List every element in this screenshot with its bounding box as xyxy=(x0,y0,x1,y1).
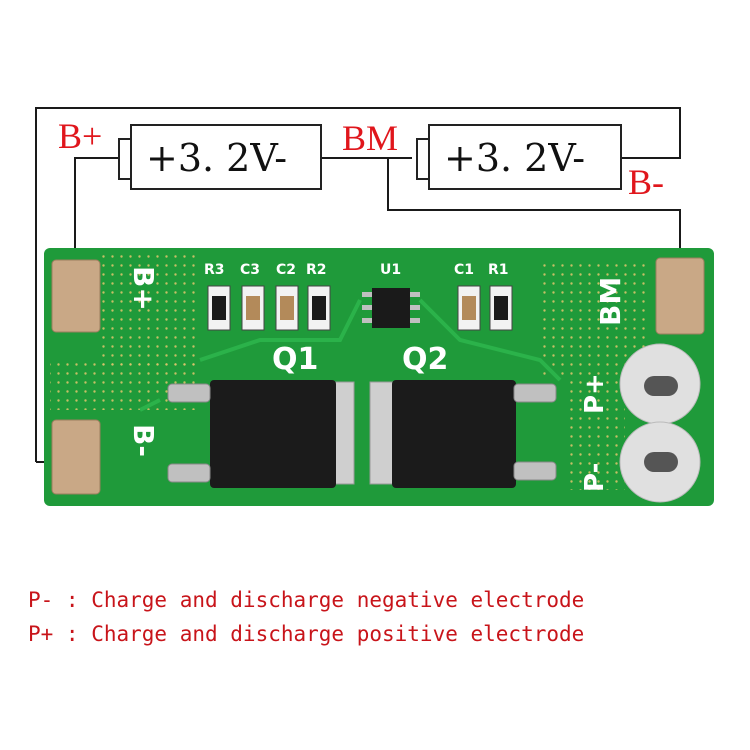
legend-p-minus: P- : Charge and discharge negative elect… xyxy=(28,588,585,612)
pad-p-minus xyxy=(619,421,701,503)
cell-1-voltage: +3. 2V- xyxy=(146,136,288,180)
wire-b-minus-loop xyxy=(35,107,681,462)
wire-b-plus xyxy=(74,157,118,262)
silk-p-plus: P+ xyxy=(580,373,610,414)
silk-b-minus: B- xyxy=(127,424,160,457)
wire-bm xyxy=(387,158,681,262)
cell-2-voltage: +3. 2V- xyxy=(444,136,586,180)
silk-bm: BM xyxy=(594,276,627,326)
silk-r1: R1 xyxy=(488,262,509,278)
mosfet-q1 xyxy=(167,380,355,488)
silk-p-minus: P- xyxy=(580,462,610,492)
bm-label: BM xyxy=(342,118,399,158)
silk-r3: R3 xyxy=(204,262,225,278)
silk-u1: U1 xyxy=(380,262,402,278)
legend-p-plus: P+ : Charge and discharge positive elect… xyxy=(28,622,585,646)
silk-r2: R2 xyxy=(306,262,327,278)
pad-bm xyxy=(655,257,705,335)
silk-q2: Q2 xyxy=(402,342,449,377)
silk-c1: C1 xyxy=(454,262,475,278)
silk-b-plus: B+ xyxy=(127,266,160,311)
silk-c2: C2 xyxy=(276,262,297,278)
mosfet-q2 xyxy=(369,380,557,488)
silk-q1: Q1 xyxy=(272,342,319,377)
b-plus-label: B+ xyxy=(58,116,103,156)
pad-p-plus xyxy=(619,343,701,425)
pad-b-minus xyxy=(51,419,101,495)
silk-c3: C3 xyxy=(240,262,261,278)
pad-b-plus xyxy=(51,259,101,333)
b-minus-label: B- xyxy=(628,162,664,202)
